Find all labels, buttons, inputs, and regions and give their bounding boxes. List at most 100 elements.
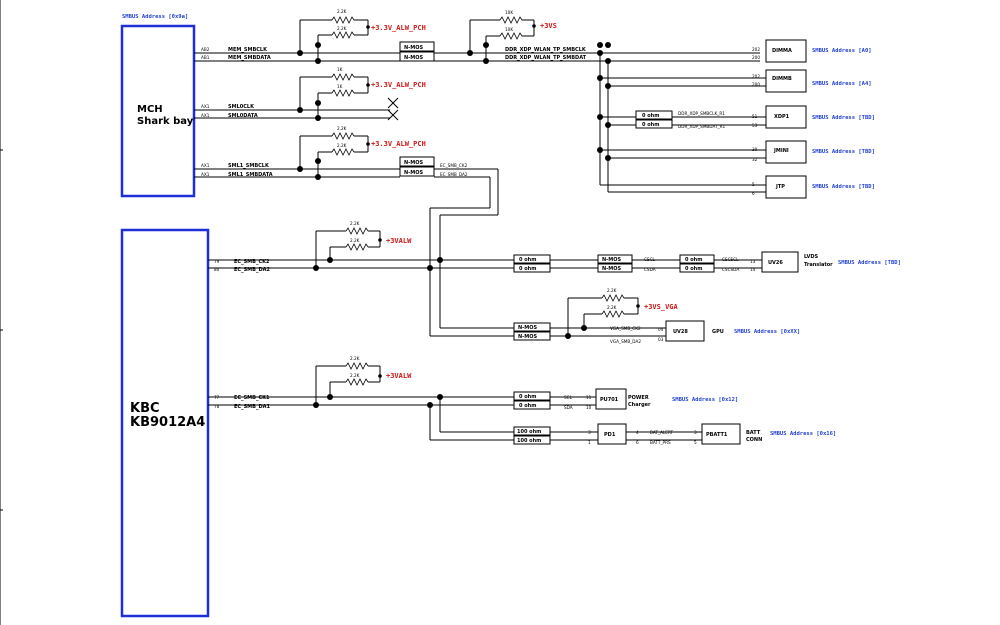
- svg-text:10K: 10K: [505, 10, 513, 15]
- ec-smb1-section: 77 78 EC_SMB_CK1 EC_SMB_DA1 2.2K 2.2K +3…: [208, 356, 836, 445]
- svg-text:PD1: PD1: [604, 432, 616, 438]
- svg-text:CSCSDA: CSCSDA: [722, 267, 739, 272]
- svg-text:SML1_SMBDATA: SML1_SMBDATA: [228, 172, 273, 178]
- svg-text:EC_SMB_CK1: EC_SMB_CK1: [234, 395, 270, 401]
- svg-text:BAT_ALERT: BAT_ALERT: [650, 430, 674, 435]
- svg-text:+3VALW: +3VALW: [386, 372, 412, 380]
- svg-text:0 ohm: 0 ohm: [519, 403, 536, 409]
- svg-text:N-MOS: N-MOS: [602, 266, 621, 272]
- svg-text:1: 1: [588, 440, 591, 445]
- svg-text:13: 13: [750, 259, 756, 264]
- svg-text:2.2K: 2.2K: [350, 356, 360, 361]
- svg-text:CSDA: CSDA: [644, 267, 656, 272]
- svg-text:Charger: Charger: [628, 402, 651, 408]
- svg-text:2.2K: 2.2K: [337, 143, 347, 148]
- svg-text:10K: 10K: [505, 27, 513, 32]
- svg-text:JTP: JTP: [775, 184, 785, 190]
- svg-text:UV26: UV26: [768, 260, 783, 266]
- svg-text:CONN: CONN: [746, 437, 762, 443]
- svg-text:+3VALW: +3VALW: [386, 237, 412, 245]
- svg-text:2.2K: 2.2K: [607, 288, 617, 293]
- svg-text:+3.3V_ALW_PCH: +3.3V_ALW_PCH: [371, 140, 426, 148]
- svg-text:UV28: UV28: [673, 329, 688, 335]
- svg-text:EC_SMB_CK2: EC_SMB_CK2: [440, 163, 468, 168]
- svg-text:202: 202: [752, 74, 760, 79]
- svg-text:+3.3V_ALW_PCH: +3.3V_ALW_PCH: [371, 81, 426, 89]
- svg-text:EC_SMB_DA1: EC_SMB_DA1: [234, 404, 270, 410]
- svg-text:1K: 1K: [337, 84, 343, 89]
- svg-text:N-MOS: N-MOS: [404, 160, 423, 166]
- svg-text:AX1: AX1: [201, 172, 210, 177]
- svg-text:0 ohm: 0 ohm: [519, 394, 536, 400]
- svg-text:DDR_XDP_WLAN_TP_SMBCLK: DDR_XDP_WLAN_TP_SMBCLK: [505, 47, 587, 53]
- sml1-section: AX1 AX1 SML1_SMBCLK SML1_SMBDATA 2.2K 2.…: [194, 126, 499, 266]
- svg-text:AX1: AX1: [201, 163, 210, 168]
- svg-text:SMBUS Address [0x16]: SMBUS Address [0x16]: [770, 431, 836, 437]
- svg-text:XDP1: XDP1: [774, 114, 790, 120]
- svg-text:DDR_XDP_SMBDAT_R1: DDR_XDP_SMBDAT_R1: [678, 124, 726, 129]
- svg-text:SMBUS Address [TBD]: SMBUS Address [TBD]: [812, 115, 875, 121]
- svg-text:PU701: PU701: [600, 397, 619, 403]
- svg-text:DIMMB: DIMMB: [772, 76, 792, 82]
- svg-text:Translator: Translator: [804, 262, 833, 268]
- svg-text:SML1_SMBCLK: SML1_SMBCLK: [228, 163, 270, 169]
- svg-text:N-MOS: N-MOS: [404, 55, 423, 61]
- svg-text:202: 202: [752, 47, 760, 52]
- mch-sub: Shark bay: [137, 116, 194, 127]
- svg-text:0 ohm: 0 ohm: [519, 257, 536, 263]
- svg-text:0 ohm: 0 ohm: [519, 266, 536, 272]
- svg-text:1K: 1K: [337, 67, 343, 72]
- svg-text:32: 32: [752, 157, 758, 162]
- svg-text:SML0CLK: SML0CLK: [228, 104, 255, 110]
- svg-text:AB1: AB1: [201, 55, 210, 60]
- svg-text:SMBUS Address [A0]: SMBUS Address [A0]: [812, 48, 872, 54]
- mch-block: [120, 24, 196, 198]
- svg-text:0 ohm: 0 ohm: [642, 122, 659, 128]
- svg-text:4: 4: [636, 430, 639, 435]
- svg-text:10: 10: [586, 405, 592, 410]
- svg-text:SCL: SCL: [564, 395, 573, 400]
- svg-text:AX1: AX1: [201, 113, 210, 118]
- svg-text:BATT: BATT: [746, 430, 761, 436]
- kbc-sub: KB9012A4: [130, 415, 205, 430]
- svg-text:78: 78: [214, 404, 220, 409]
- svg-text:03: 03: [658, 337, 664, 342]
- svg-text:100 ohm: 100 ohm: [517, 438, 541, 444]
- kbc-name: KBC: [130, 401, 160, 416]
- svg-text:6: 6: [636, 440, 639, 445]
- svg-text:5: 5: [752, 182, 755, 187]
- svg-text:0 ohm: 0 ohm: [685, 266, 702, 272]
- svg-text:CSCSCL: CSCSCL: [722, 257, 739, 262]
- svg-text:AX1: AX1: [201, 104, 210, 109]
- svg-text:SMBUS Address [A4]: SMBUS Address [A4]: [812, 81, 872, 87]
- svg-text:DIMMA: DIMMA: [772, 48, 792, 54]
- svg-text:6: 6: [752, 191, 755, 196]
- svg-text:30: 30: [752, 147, 758, 152]
- svg-text:79: 79: [214, 259, 220, 264]
- svg-text:SDA: SDA: [564, 405, 573, 410]
- svg-text:2.2K: 2.2K: [337, 126, 347, 131]
- svg-text:JMINI: JMINI: [773, 148, 789, 154]
- svg-text:+3VS: +3VS: [540, 22, 557, 30]
- svg-text:200: 200: [752, 82, 760, 87]
- svg-text:MEM_SMBDATA: MEM_SMBDATA: [228, 55, 271, 61]
- svg-text:04: 04: [658, 327, 664, 332]
- svg-text:VGA_SMB_DA2: VGA_SMB_DA2: [610, 339, 641, 344]
- svg-text:200: 200: [752, 55, 760, 60]
- rail-label: +3.3V_ALW_PCH: [371, 24, 426, 32]
- svg-text:3: 3: [694, 430, 697, 435]
- svg-text:N-MOS: N-MOS: [518, 334, 537, 340]
- svg-text:2.2K: 2.2K: [350, 373, 360, 378]
- svg-text:SMBUS Address [TBD]: SMBUS Address [TBD]: [838, 260, 901, 266]
- svg-text:DDR_XDP_WLAN_TP_SMBDAT: DDR_XDP_WLAN_TP_SMBDAT: [505, 55, 587, 61]
- svg-text:LVDS: LVDS: [804, 254, 819, 260]
- svg-text:MEM_SMBCLK: MEM_SMBCLK: [228, 47, 268, 53]
- svg-text:2.2K: 2.2K: [337, 26, 347, 31]
- svg-text:14: 14: [750, 267, 756, 272]
- svg-text:53: 53: [752, 123, 758, 128]
- svg-text:POWER: POWER: [628, 395, 649, 401]
- svg-text:0 ohm: 0 ohm: [642, 113, 659, 119]
- svg-text:11: 11: [586, 395, 592, 400]
- kbc-block: [120, 228, 210, 618]
